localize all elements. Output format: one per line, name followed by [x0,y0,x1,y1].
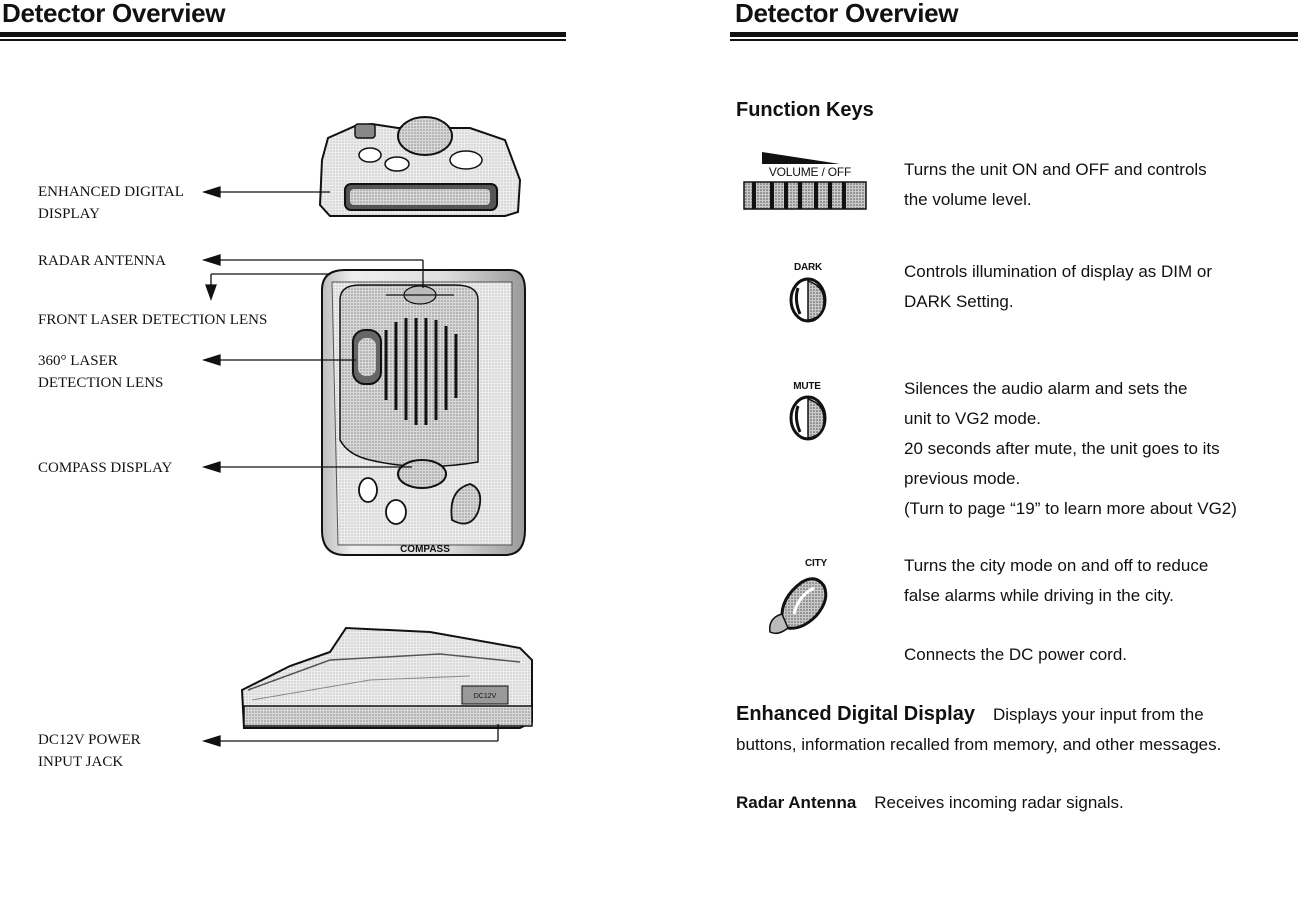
enhanced-display-paragraph: Enhanced Digital Display Displays your in… [736,699,1296,760]
callout-radar-antenna: RADAR ANTENNA [38,253,166,269]
enhanced-display-text-first: Displays your input from the [992,705,1204,724]
dark-button-icon [789,277,827,323]
city-button-icon [769,577,828,635]
mute-button-icon [789,395,827,441]
page-title: Detector Overview [2,0,226,28]
compass-device-label: COMPASS [400,544,450,555]
volume-key-caption: VOLUME / OFF [768,165,852,179]
enhanced-display-text-second: buttons, information recalled from memor… [736,735,1222,754]
side-view-device: DC12V [240,626,533,729]
dark-key-description: Controls illumination of display as DIM … [904,262,1213,311]
callout-leaders [201,186,499,747]
radar-antenna-term: Radar Antenna [736,793,857,812]
title-rule [0,32,566,41]
front-view-device: COMPASS [321,269,526,556]
callout-360-laser-detection-lens: 360° LASER DETECTION LENS [38,353,164,391]
top-view-device [318,116,522,217]
radar-antenna-text: Receives incoming radar signals. [874,793,1124,812]
left-page: Detector Overview [0,0,580,902]
radar-antenna-paragraph: Radar Antenna Receives incoming radar sig… [736,788,1296,818]
volume-slider-icon [743,152,867,210]
callout-compass-display: COMPASS DISPLAY [38,460,173,476]
dc-power-description: Connects the DC power cord. [904,645,1127,664]
dc12v-device-label: DC12V [474,693,497,700]
callout-enhanced-digital-display: ENHANCED DIGITAL DISPLAY [38,184,184,222]
function-keys-heading: Function Keys [736,99,874,121]
right-page: Detector Overview Function Keys VOLUME /… [730,0,1298,902]
mute-key-caption: MUTE [793,381,821,392]
city-key-description: Turns the city mode on and off to reduce… [904,556,1209,605]
callout-front-laser-detection-lens: FRONT LASER DETECTION LENS [38,312,268,328]
city-key-caption: CITY [805,558,827,569]
detector-illustration: COMPASS DC12V [201,116,533,747]
enhanced-display-term: Enhanced Digital Display [736,703,975,725]
mute-key-description: Silences the audio alarm and sets the un… [904,379,1237,518]
callout-dc12v-power-input-jack: DC12V POWER INPUT JACK [38,732,141,770]
page-title: Detector Overview [735,0,959,28]
dark-key-caption: DARK [793,262,823,273]
title-rule [730,32,1298,41]
volume-key-description: Turns the unit ON and OFF and controls t… [904,160,1207,209]
